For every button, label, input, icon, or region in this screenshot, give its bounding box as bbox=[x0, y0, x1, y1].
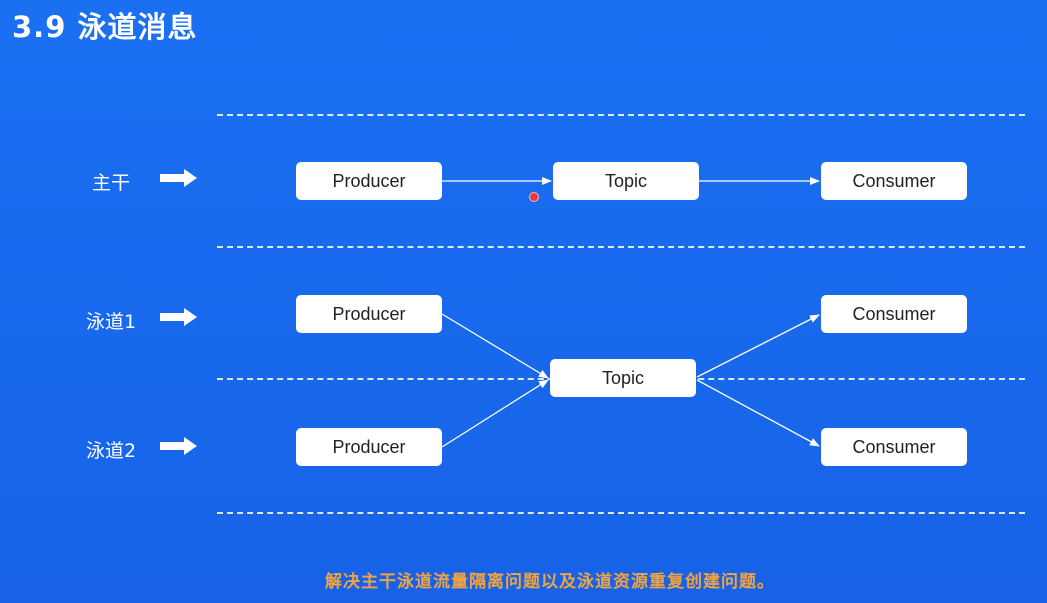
trunk-consumer-node: Consumer bbox=[821, 162, 967, 200]
trunk-topic-node: Topic bbox=[553, 162, 699, 200]
trunk-producer-node: Producer bbox=[296, 162, 442, 200]
divider-top bbox=[217, 114, 1025, 116]
lane2-consumer-node: Consumer bbox=[821, 428, 967, 466]
row-label-lane2: 泳道2 bbox=[86, 440, 137, 462]
right-arrow-icon bbox=[160, 169, 197, 187]
lane1-producer-node: Producer bbox=[296, 295, 442, 333]
right-arrow-icon bbox=[160, 308, 197, 326]
right-arrow-icon bbox=[160, 437, 197, 455]
caption: 解决主干泳道流量隔离问题以及泳道资源重复创建问题。 bbox=[325, 572, 775, 592]
row-label-trunk: 主干 bbox=[92, 172, 131, 194]
shared-topic-node: Topic bbox=[550, 359, 696, 397]
page-title: 3.9 泳道消息 bbox=[12, 10, 198, 44]
row-label-lane1: 泳道1 bbox=[86, 311, 137, 333]
cursor-dot bbox=[529, 192, 539, 202]
divider-trunk-lanes bbox=[217, 246, 1025, 248]
lane2-producer-node: Producer bbox=[296, 428, 442, 466]
lane1-consumer-node: Consumer bbox=[821, 295, 967, 333]
divider-bottom bbox=[217, 512, 1025, 514]
